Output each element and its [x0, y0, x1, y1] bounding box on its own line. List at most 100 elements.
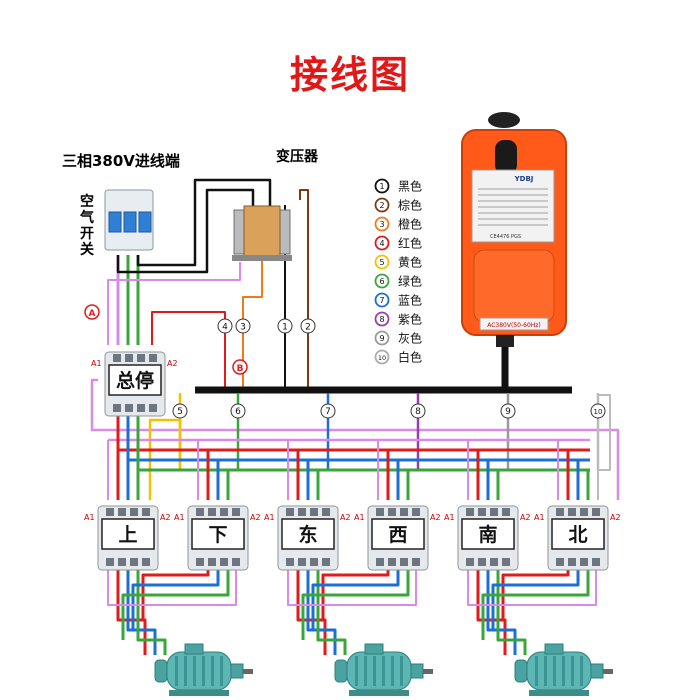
contactor-terminal: [478, 558, 486, 566]
wire-number-text: 10: [594, 408, 603, 416]
legend-label: 黄色: [398, 256, 422, 270]
coil-terminal-a1: A1: [354, 513, 365, 522]
legend-number: 3: [379, 220, 384, 229]
coil-terminal-a2: A2: [250, 513, 261, 522]
contactor-terminal: [592, 558, 600, 566]
wire-number-text: 1: [282, 323, 288, 333]
legend-swatch: [374, 235, 390, 251]
contactor-label: 上: [118, 524, 137, 546]
legend-number: 10: [378, 354, 386, 362]
contactor-terminal: [137, 404, 145, 412]
contactor-1: 下 A1 A2: [174, 505, 261, 571]
contactor-label: 南: [478, 524, 497, 546]
interlock-wire: [467, 555, 597, 606]
contactor-terminal: [568, 508, 576, 516]
motor-fin: [184, 656, 187, 686]
contactor-terminal: [478, 508, 486, 516]
wire-number-circle: [500, 403, 516, 419]
contactor-terminal: [376, 558, 384, 566]
contactor-face: [551, 518, 605, 550]
remote-controller: YDBJ CE4476 PGS AC380V(50-60Hz): [461, 112, 567, 347]
contactor-terminal: [400, 508, 408, 516]
wire-number-7: 7: [320, 403, 336, 419]
wire-number-text: 9: [505, 407, 511, 417]
contactor-terminal: [412, 508, 420, 516]
contactor-terminal: [286, 508, 294, 516]
legend-swatch: [374, 311, 390, 327]
interlock-wire: [107, 555, 237, 606]
motor-wire: [481, 555, 590, 640]
motor-fin: [202, 656, 205, 686]
contactor-terminal: [118, 508, 126, 516]
wire-number-text: 3: [240, 323, 246, 333]
breaker-label: 空气开关: [80, 194, 94, 258]
marker-b-text: B: [237, 364, 244, 374]
remote-voltage: AC380V(50-60Hz): [487, 322, 541, 329]
motor-fin: [175, 656, 178, 686]
wire-number-1: 1: [277, 318, 293, 334]
coil-terminal-a1: A1: [534, 513, 545, 522]
coil-terminal-a2: A2: [610, 513, 621, 522]
wire-3-orange: [242, 250, 263, 390]
motor-shaft: [243, 669, 253, 674]
wire-number-text: 8: [415, 407, 421, 417]
motor-fin: [373, 656, 376, 686]
motor-fan-cover: [334, 659, 348, 683]
coil-terminal-a1: A1: [264, 513, 275, 522]
legend-number: 8: [379, 315, 384, 324]
contactor-label: 东: [298, 523, 317, 546]
wire-number-circle: [320, 403, 336, 419]
contactor-face: [108, 364, 162, 396]
contactor-terminal: [113, 404, 121, 412]
legend-swatch: [374, 254, 390, 270]
contactor-face: [371, 518, 425, 550]
remote-model: CE4476 PGS: [490, 234, 521, 240]
motor-1: [334, 643, 433, 696]
motor-fan-cover: [154, 659, 168, 683]
contactor-label: 下: [208, 524, 227, 546]
legend-number: 7: [379, 296, 384, 305]
motor-wire: [136, 555, 167, 655]
breaker-toggle: [138, 211, 152, 233]
wire-breaker-transformer-2: [136, 178, 272, 267]
motor-flange: [230, 663, 244, 679]
motor-wire: [306, 555, 337, 655]
wire-a-pink: [107, 262, 241, 345]
contactor-terminal: [466, 508, 474, 516]
contactor-terminal: [196, 508, 204, 516]
wire-number-circle: [410, 403, 426, 419]
contactor-terminal: [106, 508, 114, 516]
wire-number-4: 4: [217, 318, 233, 334]
remote-top-knob: [488, 112, 520, 128]
legend-label: 黑色: [398, 180, 422, 194]
contactor-terminal: [196, 558, 204, 566]
contactor-terminal: [502, 558, 510, 566]
motor-fin: [400, 656, 403, 686]
coil-terminal-a1: A1: [174, 513, 185, 522]
motor-wire: [121, 555, 230, 640]
legend-label: 绿色: [398, 274, 422, 289]
legend-number: 1: [379, 182, 384, 191]
motor-fin: [211, 656, 214, 686]
contactor-terminal: [592, 508, 600, 516]
remote-brand: YDBJ: [514, 175, 534, 183]
legend-label: 白色: [398, 350, 422, 365]
supply-label: 三相380V进线端: [62, 152, 180, 170]
legend-swatch: [374, 292, 390, 308]
marker-a: A: [84, 304, 100, 320]
marker-a-circle: [84, 304, 100, 320]
motor-fin: [391, 656, 394, 686]
wire-number-9: 9: [500, 403, 516, 419]
legend-number: 6: [379, 277, 384, 286]
contactor-terminal: [125, 404, 133, 412]
motor-terminal-box: [184, 643, 204, 655]
wire-number-text: 6: [235, 407, 241, 417]
motor-fin: [193, 656, 196, 686]
legend-swatch: [374, 349, 390, 365]
coil-terminal-a2: A2: [160, 513, 171, 522]
contactor-terminal: [220, 508, 228, 516]
contactor-terminal: [232, 508, 240, 516]
